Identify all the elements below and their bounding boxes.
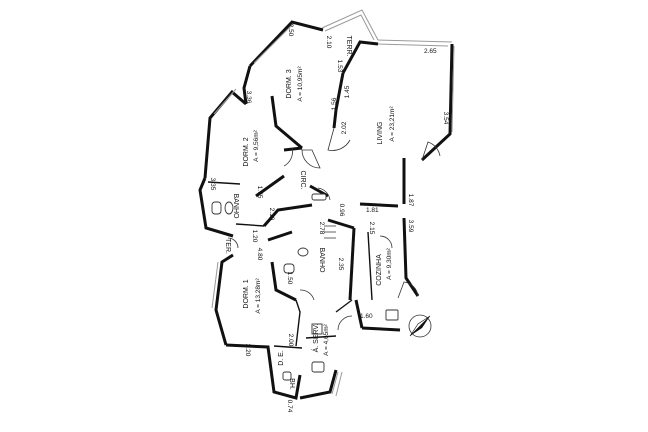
toilet-lower-icon [283, 263, 295, 274]
dim-1-45: 1.45 [344, 85, 351, 98]
dim-1-56: 1.56 [331, 97, 338, 110]
room-terr-left: TER. [224, 238, 231, 254]
doors [227, 127, 441, 331]
partitions [207, 181, 373, 349]
dim-2-19: 2.19 [268, 208, 275, 221]
room-labels: LIVING A = 23,21m² DORM. 3 A = 10,95m² D… [224, 36, 396, 390]
dim-2-02: 2.02 [341, 121, 348, 134]
walls [198, 20, 454, 400]
laundry-sink-icon [311, 361, 325, 373]
north-arrow-icon [408, 314, 432, 338]
room-circ: CIRC. [299, 170, 306, 189]
dim-3-54: 3.54 [442, 112, 449, 125]
dim-2-35: 2.35 [337, 258, 344, 271]
room-dorm3-area: A = 10,95m² [297, 66, 304, 102]
room-cozinha-name: COZINHA [376, 254, 383, 286]
dim-3-59: 3.59 [407, 220, 414, 233]
sink-lower-icon [297, 247, 309, 257]
dim-2-65: 2.65 [424, 48, 437, 55]
dim-1-20: 1.20 [251, 230, 258, 243]
room-dorm2-area: A = 9,56m² [253, 129, 260, 161]
dim-4-80: 4.80 [256, 248, 263, 261]
dim-1-75: 1.75 [256, 186, 263, 199]
dim-2-00: 2.00 [287, 334, 294, 347]
terrace-railing-top [321, 9, 453, 47]
tank-icon [311, 323, 323, 335]
kitchen-sink-icon [385, 309, 399, 321]
fixtures [211, 193, 399, 381]
dim-2-78: 2.78 [318, 222, 325, 235]
dim-1-60: 1.60 [360, 313, 373, 320]
vanity-icon [311, 193, 327, 201]
room-living-area: A = 23,21m² [389, 106, 396, 142]
dim-0-74: 0.74 [286, 400, 293, 413]
dim-3-20: 3.20 [244, 344, 251, 357]
dimension-labels: 2.65 3.54 2.50 2.10 1.53 1.45 1.56 2.02 … [209, 24, 449, 413]
windows [211, 23, 455, 397]
sink-upper-icon [224, 201, 234, 215]
dim-3-35: 3.35 [209, 178, 216, 191]
room-bh: BH. [288, 378, 295, 390]
room-dorm2-name: DORM. 2 [243, 137, 250, 166]
room-aserv-area: A = 4,65m² [323, 323, 330, 355]
dim-1-50: 1.50 [286, 272, 293, 285]
room-dorm1-area: A = 13,28m² [255, 278, 262, 314]
dim-2-15: 2.15 [368, 222, 375, 235]
room-cozinha-area: A = 9,30m² [386, 247, 393, 279]
dim-1-87: 1.87 [407, 194, 414, 207]
dim-1-81: 1.81 [366, 207, 379, 214]
room-banho-lower: BANHO [318, 248, 325, 273]
dim-2-50: 2.50 [287, 24, 294, 37]
toilet-upper-icon [211, 201, 222, 215]
room-dorm3-name: DORM. 3 [286, 69, 293, 98]
bh-toilet-icon [282, 371, 292, 381]
room-dorm1-name: DORM. 1 [243, 279, 250, 308]
room-banho-upper: BANHO [232, 194, 239, 219]
dim-3-36: 3.36 [245, 91, 252, 104]
room-aserv-name: Á. SERV. [311, 324, 320, 353]
room-terr-top: TERR. [345, 36, 352, 57]
dim-1-53: 1.53 [336, 60, 343, 73]
dim-2-10: 2.10 [325, 36, 332, 49]
dim-0-96: 0.96 [338, 204, 345, 217]
room-de: D. E. [278, 350, 285, 366]
room-living-name: LIVING [377, 122, 384, 145]
